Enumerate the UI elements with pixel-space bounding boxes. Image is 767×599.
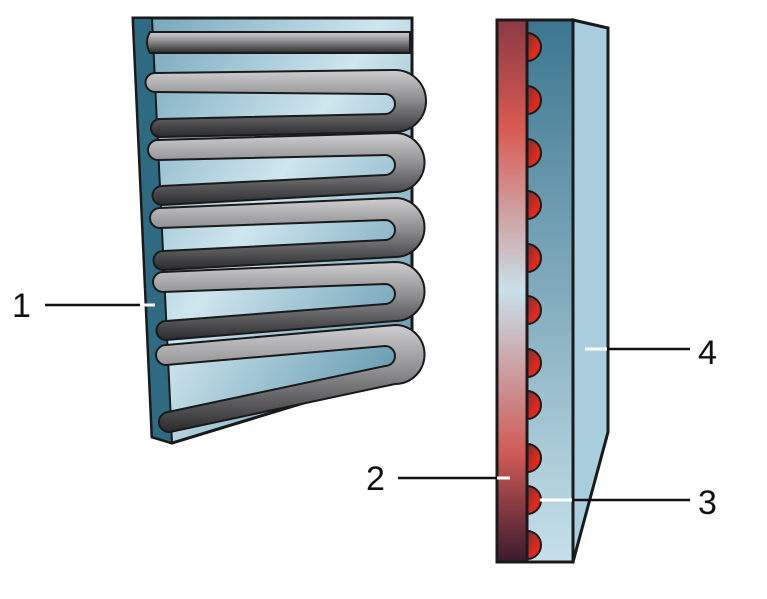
tube-section	[526, 242, 542, 274]
label-2: 2	[366, 460, 385, 498]
tube-section	[526, 84, 542, 116]
tube-section	[526, 389, 542, 421]
label-3: 3	[698, 484, 717, 522]
tubes-cross-section	[526, 31, 542, 561]
label-4: 4	[698, 334, 717, 372]
leader-lines	[45, 303, 690, 502]
tube-section	[526, 294, 542, 326]
label-1: 1	[12, 287, 31, 325]
tube-section	[526, 347, 542, 379]
absorber-cross-section	[495, 18, 610, 564]
absorber-panel-1	[131, 16, 427, 445]
tube-section	[526, 31, 542, 63]
tube-section	[526, 529, 542, 561]
tube-section	[526, 189, 542, 221]
tube-section	[526, 137, 542, 169]
tube-section	[526, 442, 542, 474]
